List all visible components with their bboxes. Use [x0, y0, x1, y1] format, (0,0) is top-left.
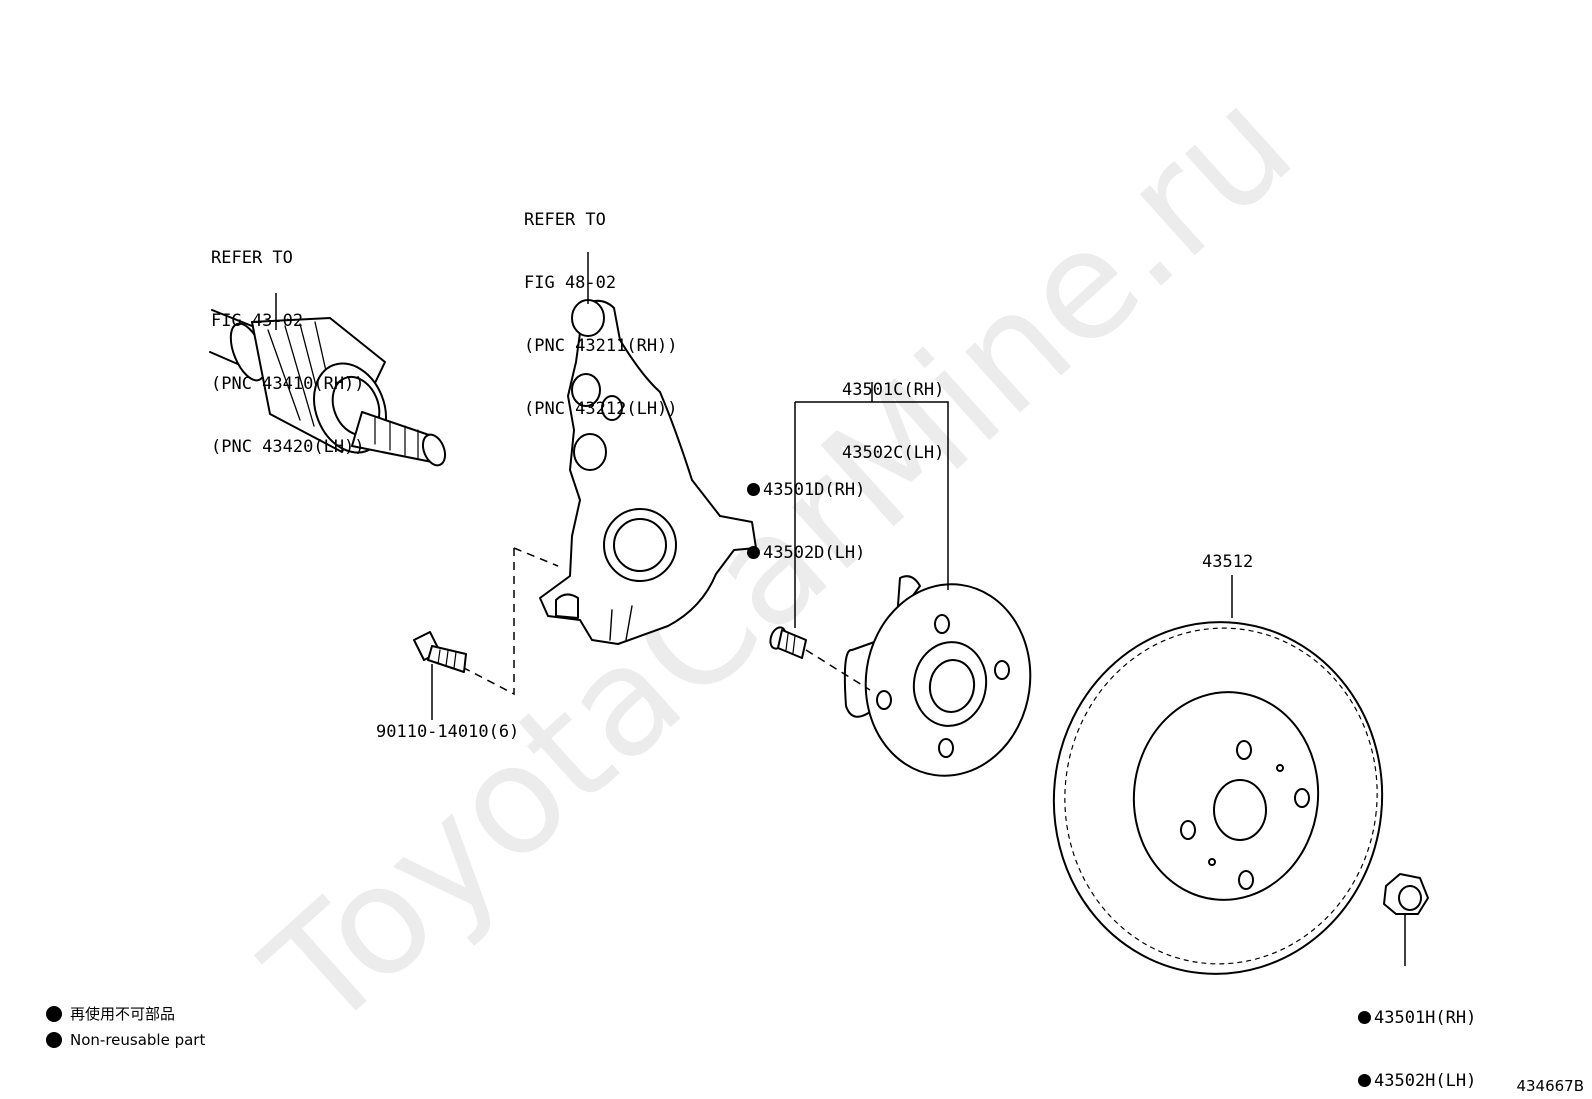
ref-line: FIG 43-02 — [211, 311, 304, 331]
non-reusable-dot-icon — [1358, 1011, 1371, 1024]
drive-shaft-reference: REFER TO FIG 43-02 (PNC 43410(RH)) (PNC … — [211, 206, 365, 500]
hub-bolt-icon — [769, 626, 807, 659]
non-reusable-dot-icon — [747, 546, 760, 559]
part-number: 43502H(LH) — [1374, 1071, 1477, 1091]
ref-line: (PNC 43212(LH)) — [524, 399, 678, 419]
ref-line: (PNC 43211(RH)) — [524, 336, 678, 356]
part-number: 43501H(RH) — [1374, 1008, 1477, 1028]
legend-text: Non-reusable part — [70, 1031, 206, 1049]
non-reusable-dot-icon — [747, 483, 760, 496]
part-number: 43502C(LH) — [842, 443, 945, 463]
hub-nut-icon — [1383, 873, 1429, 915]
non-reusable-dot-icon — [46, 1006, 62, 1022]
ref-line: (PNC 43410(RH)) — [211, 374, 365, 394]
ref-line: (PNC 43420(LH)) — [211, 437, 365, 457]
knuckle-reference: REFER TO FIG 48-02 (PNC 43211(RH)) (PNC … — [524, 168, 678, 462]
legend-text: 再使用不可部品 — [70, 1005, 176, 1023]
non-reusable-dot-icon — [46, 1032, 62, 1048]
leader-lines — [275, 252, 1406, 966]
ref-line: REFER TO — [211, 248, 293, 268]
ref-line: FIG 48-02 — [524, 273, 617, 293]
part-label-hub-assembly: 43501C(RH) 43502C(LH) — [842, 338, 944, 506]
legend-jp: 再使用不可部品 — [46, 1005, 175, 1023]
part-label-nut: 43501H(RH) 43502H(LH) — [1358, 966, 1476, 1099]
part-number: 43501C(RH) — [842, 380, 945, 400]
part-label-disc: 43512 — [1202, 552, 1254, 572]
figure-id: 434667B — [1516, 1077, 1584, 1095]
part-label-hub-bolt: 43501D(RH) 43502D(LH) — [747, 438, 865, 606]
legend-en: Non-reusable part — [46, 1031, 205, 1049]
ref-line: REFER TO — [524, 210, 606, 230]
steering-knuckle-icon — [539, 299, 757, 645]
hub-assembly-icon — [843, 575, 1032, 777]
part-number: 43501D(RH) — [763, 480, 866, 500]
part-label-bolt: 90110-14010(6) — [376, 722, 520, 742]
drive-shaft-icon — [209, 309, 447, 467]
disc-rotor-icon — [1052, 621, 1384, 975]
part-number: 43502D(LH) — [763, 543, 866, 563]
non-reusable-dot-icon — [1358, 1074, 1371, 1087]
knuckle-bolt-icon — [413, 631, 467, 673]
